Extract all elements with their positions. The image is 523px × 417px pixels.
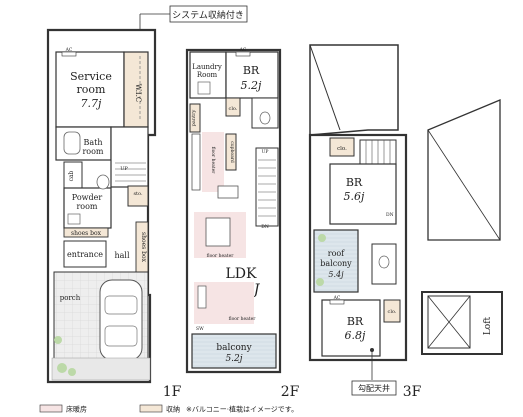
svg-text:UP: UP — [262, 149, 269, 155]
entrance-label: entrance — [67, 250, 103, 259]
sloped-ceiling-callout: 勾配天井 — [351, 380, 397, 396]
ldk-label: LDK — [226, 266, 258, 282]
legend-storage-label: 収納 — [166, 405, 180, 414]
svg-text:floor heater: floor heater — [207, 253, 235, 259]
svg-text:BR: BR — [243, 64, 260, 77]
svg-text:Powder: Powder — [72, 193, 103, 202]
floor-label-2f: 2F — [281, 384, 300, 400]
service-room-label: Service — [70, 70, 112, 83]
svg-text:roof: roof — [328, 249, 345, 258]
svg-text:balcony: balcony — [216, 343, 252, 353]
floor-2-plan: Laundry Room AC BR 5.2j clo. pantry floo… — [185, 47, 282, 374]
wic — [123, 51, 149, 128]
car-icon — [99, 279, 143, 361]
legend-heater-swatch — [39, 404, 63, 413]
hall-label: hall — [114, 251, 129, 260]
svg-text:DN: DN — [261, 224, 269, 230]
floor-3-plan: clo. BR 5.6j DN roof balcony 5.4j AC BR … — [308, 44, 408, 380]
svg-text:floor heater: floor heater — [210, 147, 216, 175]
svg-text:5.2j: 5.2j — [225, 354, 242, 364]
svg-text:Laundry: Laundry — [192, 63, 222, 71]
svg-text:pantry: pantry — [191, 110, 197, 127]
storage-label: sto. — [133, 191, 142, 197]
legend: 床暖房 収納 ※バルコニー·植栽はイメージです。 — [39, 404, 298, 414]
system-storage-callout: システム収納付き — [139, 5, 248, 60]
svg-text:Bath: Bath — [83, 138, 102, 147]
floor-1-plan: W.I.C AC Service room 7.7j Bath room UP … — [46, 28, 157, 384]
legend-note: ※バルコニー·植栽はイメージです。 — [186, 405, 298, 414]
svg-text:floor heater: floor heater — [229, 316, 257, 322]
bedroom-3f-2 — [321, 299, 381, 357]
svg-text:勾配天井: 勾配天井 — [358, 383, 390, 393]
svg-text:AC: AC — [239, 47, 247, 53]
svg-text:5.2j: 5.2j — [241, 79, 262, 92]
svg-text:clo.: clo. — [229, 106, 238, 112]
shoes-box-label: shoes box — [71, 230, 102, 237]
svg-text:AC: AC — [333, 295, 341, 301]
loft-plan: Loft — [421, 99, 503, 355]
legend-storage-swatch — [139, 404, 163, 413]
svg-text:BR: BR — [346, 176, 363, 189]
floor-label-3f: 3F — [403, 384, 422, 400]
floor-label-1f: 1F — [163, 384, 182, 400]
service-room-size: 7.7j — [81, 97, 102, 110]
svg-text:6.8j: 6.8j — [345, 329, 366, 342]
svg-text:BR: BR — [347, 315, 364, 328]
svg-text:cupboard: cupboard — [229, 141, 235, 163]
svg-text:room: room — [76, 202, 97, 211]
svg-text:shoes box: shoes box — [140, 232, 147, 263]
svg-text:5.4j: 5.4j — [328, 270, 344, 279]
svg-text:clo.: clo. — [337, 146, 347, 152]
svg-text:balcony: balcony — [320, 259, 352, 268]
porch-label: porch — [60, 294, 81, 302]
svg-text:SW: SW — [196, 326, 204, 332]
svg-text:cab: cab — [68, 170, 75, 181]
svg-text:DN: DN — [386, 212, 394, 218]
svg-text:UP: UP — [120, 166, 128, 172]
wic-label: W.I.C — [134, 84, 142, 103]
svg-text:5.6j: 5.6j — [344, 190, 365, 203]
bedroom-2f — [225, 51, 279, 99]
legend-heater-label: 床暖房 — [66, 405, 87, 414]
balcony-2f — [191, 333, 277, 369]
svg-text:Room: Room — [197, 71, 218, 79]
svg-text:システム収納付き: システム収納付き — [172, 9, 244, 21]
bedroom-3f-1 — [329, 163, 397, 225]
loft-label: Loft — [483, 316, 493, 335]
svg-text:room: room — [77, 83, 107, 96]
svg-text:clo.: clo. — [388, 309, 397, 315]
svg-text:room: room — [82, 147, 103, 156]
svg-text:AC: AC — [65, 47, 73, 53]
